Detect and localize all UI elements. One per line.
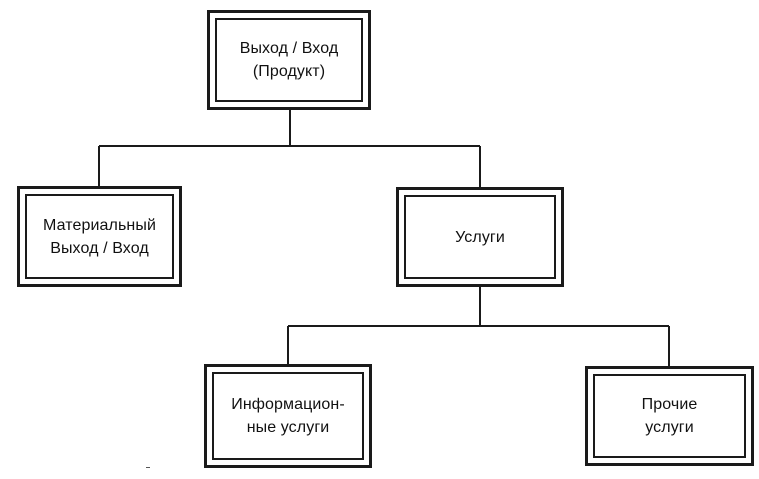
- node-inner-frame: Материальный Выход / Вход: [25, 194, 174, 279]
- node-inner-frame: Услуги: [404, 195, 556, 279]
- node-label-line: Прочие: [641, 396, 698, 413]
- node-label-line: Выход / Вход: [50, 239, 149, 257]
- node-label-line: ные услуги: [246, 419, 330, 436]
- node-label: Выход / Вход (Продукт): [240, 37, 339, 83]
- node-other-services: Прочие услуги: [585, 366, 754, 466]
- node-label-line: Услуги: [455, 228, 505, 246]
- node-label: Прочие услуги: [642, 393, 698, 439]
- node-material-output-input: Материальный Выход / Вход: [17, 186, 182, 287]
- node-inner-frame: Информацион- ные услуги: [212, 372, 364, 460]
- node-label: Информацион- ные услуги: [231, 393, 345, 439]
- node-label: Материальный Выход / Вход: [43, 214, 156, 260]
- node-services: Услуги: [396, 187, 564, 287]
- node-label: Услуги: [455, 226, 505, 249]
- node-output-input-product: Выход / Вход (Продукт): [207, 10, 371, 110]
- node-label-line: Выход / Вход: [239, 40, 339, 57]
- node-label-line: Информацион-: [231, 396, 345, 413]
- node-information-services: Информацион- ные услуги: [204, 364, 372, 468]
- node-label-line: Материальный: [43, 216, 156, 234]
- scan-mark: [146, 467, 150, 468]
- node-inner-frame: Выход / Вход (Продукт): [215, 18, 363, 102]
- node-label-line: услуги: [645, 419, 694, 436]
- node-label-line: (Продукт): [252, 63, 326, 80]
- node-inner-frame: Прочие услуги: [593, 374, 746, 458]
